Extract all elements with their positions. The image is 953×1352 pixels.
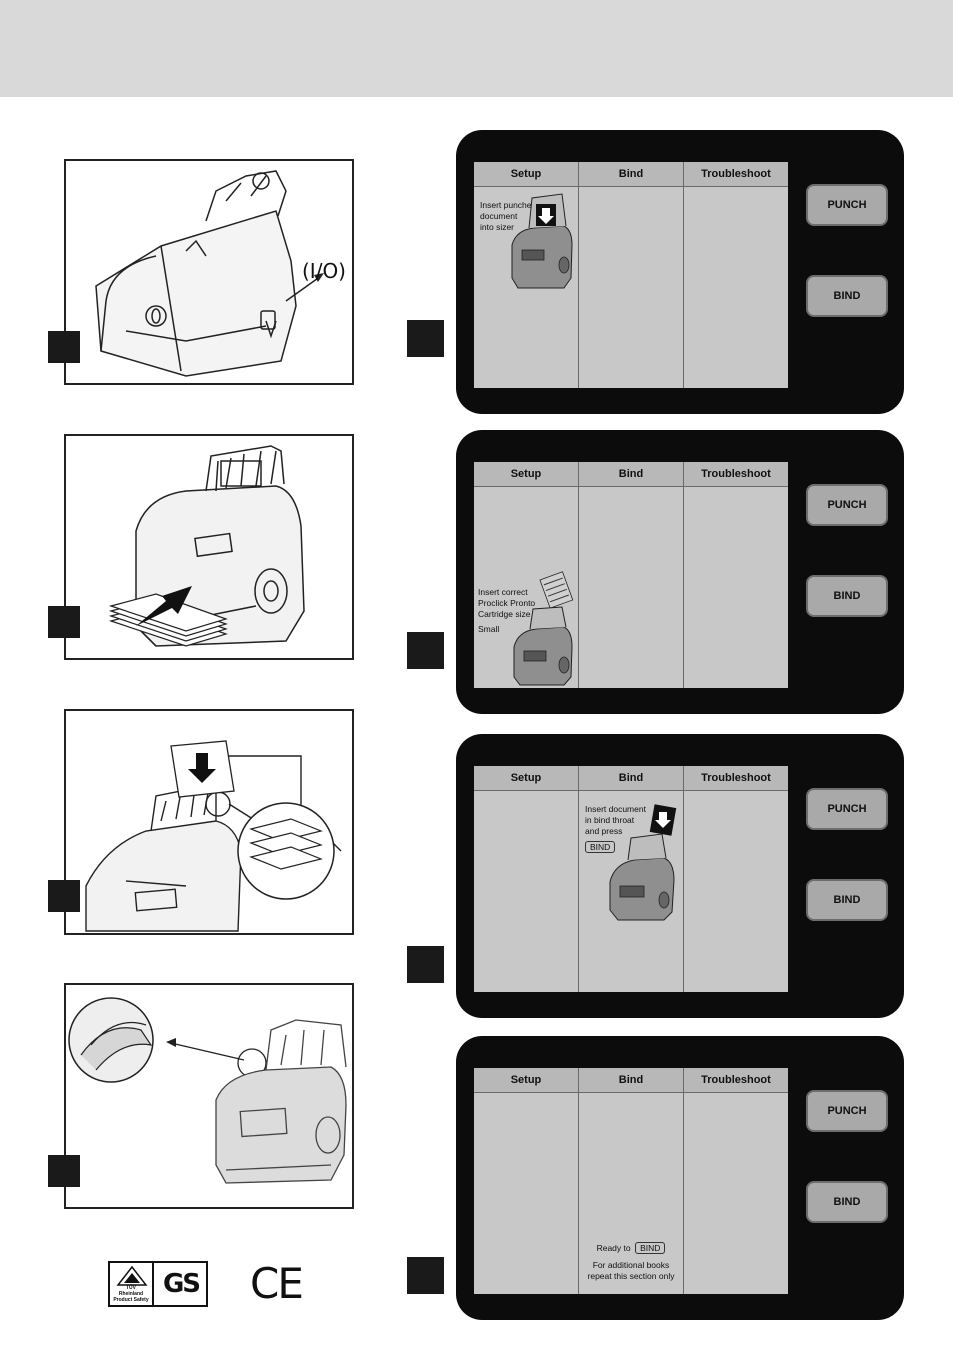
instruction-text: Insert correct Proclick Pronto Cartridge… <box>478 587 536 619</box>
inline-bind-button: BIND <box>585 841 616 853</box>
step-badge-2 <box>48 606 80 638</box>
cartridge-printer-illustration <box>513 571 574 686</box>
punch-button[interactable]: PUNCH <box>806 788 888 830</box>
screen-bind-insert: Setup Bind Troubleshoot Insert document … <box>456 734 904 1018</box>
tab-setup[interactable]: Setup <box>474 462 578 486</box>
tab-setup[interactable]: Setup <box>474 766 578 790</box>
tab-bind[interactable]: Bind <box>579 766 683 790</box>
io-arrow <box>285 275 322 302</box>
punch-button[interactable]: PUNCH <box>806 184 888 226</box>
tuv-gs-logo: TÜV Rheinland Product Safety GS <box>108 1261 208 1307</box>
tuv-logo: TÜV Rheinland Product Safety <box>110 1263 154 1305</box>
tab-setup[interactable]: Setup <box>474 162 578 186</box>
bind-printer-illustration <box>609 804 677 921</box>
step-badge-3 <box>48 880 80 912</box>
step-badge-1 <box>48 331 80 363</box>
screen-setup-cartridge: Setup Bind Troubleshoot Insert correct P… <box>456 430 904 714</box>
punch-button[interactable]: PUNCH <box>806 484 888 526</box>
sizer-illustration <box>85 740 342 932</box>
tab-bind[interactable]: Bind <box>579 162 683 186</box>
header-bar <box>0 0 953 97</box>
bind-button[interactable]: BIND <box>806 1181 888 1223</box>
ready-message: Ready to BIND <box>579 1238 683 1256</box>
bind-throat-illustration <box>68 997 347 1184</box>
tab-bind[interactable]: Bind <box>579 1068 683 1092</box>
tab-setup[interactable]: Setup <box>474 1068 578 1092</box>
bind-button[interactable]: BIND <box>806 275 888 317</box>
tab-troubleshoot[interactable]: Troubleshoot <box>684 162 788 186</box>
step-badge-4 <box>48 1155 80 1187</box>
paper-insert-illustration <box>108 445 305 647</box>
tab-panel: Setup Bind Troubleshoot Ready to BIND Fo… <box>474 1068 788 1294</box>
tab-troubleshoot[interactable]: Troubleshoot <box>684 462 788 486</box>
tab-troubleshoot[interactable]: Troubleshoot <box>684 766 788 790</box>
step-panel-sizer <box>64 709 354 935</box>
machine-side-illustration <box>95 170 324 377</box>
step-panel-power: (I/O) <box>64 159 354 385</box>
inline-bind-button: BIND <box>635 1242 666 1254</box>
gs-mark: GS <box>162 1269 201 1299</box>
bind-button[interactable]: BIND <box>806 575 888 617</box>
repeat-note: For additional books repeat this section… <box>587 1260 675 1281</box>
screen-badge-1 <box>407 320 444 357</box>
screen-bind-ready: Setup Bind Troubleshoot Ready to BIND Fo… <box>456 1036 904 1320</box>
tab-bind[interactable]: Bind <box>579 462 683 486</box>
tab-troubleshoot[interactable]: Troubleshoot <box>684 1068 788 1092</box>
bind-button[interactable]: BIND <box>806 879 888 921</box>
io-label: (I/O) <box>302 259 346 283</box>
punch-button[interactable]: PUNCH <box>806 1090 888 1132</box>
tab-panel: Setup Bind Troubleshoot Insert punched d… <box>474 162 788 388</box>
instruction-text: Insert punched document into sizer <box>480 200 537 232</box>
ce-mark: CE <box>250 1259 304 1308</box>
down-arrow-icon <box>188 753 216 783</box>
instruction-text: Insert document in bind throat and press <box>585 804 646 836</box>
screen-badge-4 <box>407 1257 444 1294</box>
printer-illustration <box>511 193 573 289</box>
screen-badge-2 <box>407 632 444 669</box>
cartridge-size-value: Small <box>478 624 500 634</box>
step-panel-bind-throat <box>64 983 354 1209</box>
tab-panel: Setup Bind Troubleshoot Insert correct P… <box>474 462 788 688</box>
screen-badge-3 <box>407 946 444 983</box>
tab-panel: Setup Bind Troubleshoot Insert document … <box>474 766 788 992</box>
step-panel-insert-paper <box>64 434 354 660</box>
insert-arrow-icon <box>136 586 192 626</box>
screen-setup-punch: Setup Bind Troubleshoot Insert punched d… <box>456 130 904 414</box>
